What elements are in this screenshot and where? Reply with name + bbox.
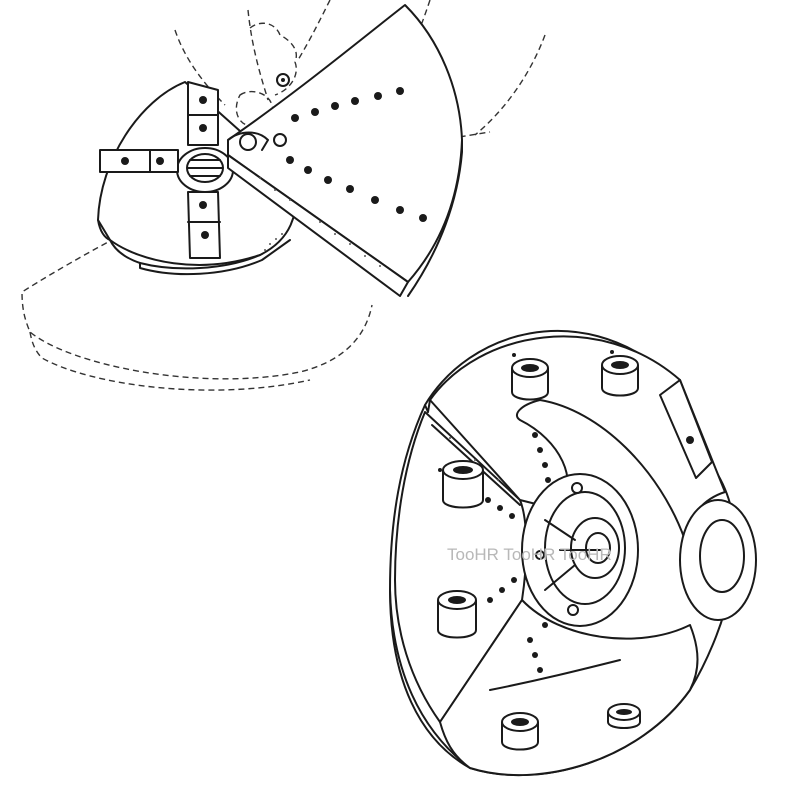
upper-jaw-plate: [227, 4, 463, 297]
lower-figure: [389, 329, 757, 777]
right-boss: [679, 499, 757, 621]
hole-row-upper: [291, 87, 404, 122]
bottom-plate-bosses: [501, 703, 641, 751]
watermark: TooHR TooHR TooHR: [447, 545, 612, 564]
bottom-plate-holes: [527, 622, 548, 673]
upper-chuck-body: [97, 81, 298, 276]
lower-central-chuck: [521, 473, 639, 627]
dashed-ghost-jaw: [21, 214, 373, 391]
top-plate-bosses: [511, 350, 639, 401]
jaw-top: [187, 81, 219, 146]
jaw-bottom: [187, 191, 221, 259]
jaw-plate-top: [427, 335, 726, 541]
rim-texture: [264, 233, 283, 251]
upper-figure: [21, 0, 546, 391]
top-plate-holes: [532, 432, 551, 483]
left-plate-holes: [438, 468, 517, 603]
plate-edge-texture: [259, 177, 381, 267]
jaw-plate-bottom: [439, 599, 699, 777]
left-plate-bosses: [437, 460, 484, 639]
jaw-plate-left: [394, 411, 528, 723]
hole-row-lower: [286, 156, 427, 222]
jaw-left: [99, 149, 179, 173]
